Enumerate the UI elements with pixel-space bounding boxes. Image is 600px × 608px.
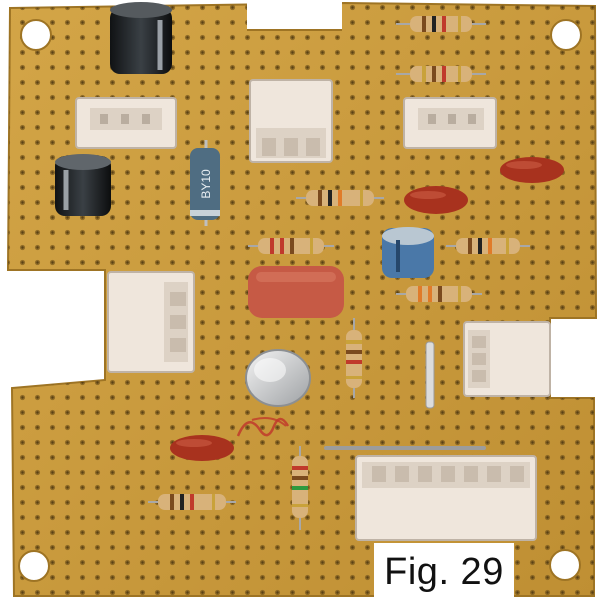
transistor-metal-can: [245, 349, 311, 407]
mounting-hole-bottom-right: [549, 549, 581, 581]
connector-3pin-top-left: [75, 97, 177, 149]
resistor-vertical-center: [346, 318, 362, 398]
diode-by10: BY10: [190, 140, 220, 226]
connector-3pin-top-right: [403, 97, 497, 149]
diode-label: BY10: [199, 169, 213, 199]
mounting-hole-top-left: [20, 19, 52, 51]
connector-3pin-left: [107, 271, 195, 373]
electrolytic-capacitor-left: [55, 154, 111, 216]
figure-caption: Fig. 29: [384, 550, 504, 593]
capacitor-red-right: [500, 157, 564, 183]
connector-3pin-top-center: [249, 79, 333, 163]
mounting-hole-bottom-left: [18, 550, 50, 582]
film-capacitor: [248, 266, 344, 318]
resistor-middle-1: [296, 190, 384, 206]
connector-7pin-bottom: [355, 455, 537, 541]
resistor-bottom-left: [148, 494, 236, 510]
resistor-middle-2: [248, 238, 334, 254]
marker-annotation: [236, 417, 290, 437]
electrolytic-capacitor-top: [110, 2, 172, 74]
connector-3pin-right: [463, 321, 551, 397]
electrolytic-capacitor-blue: [382, 227, 434, 278]
mounting-hole-top-right: [550, 19, 582, 51]
resistor-vertical-bottom: [292, 446, 308, 530]
resistor-middle-4: [396, 286, 482, 302]
wire-link-vertical: [425, 341, 435, 409]
figure-caption-box: Fig. 29: [374, 543, 514, 601]
resistor-middle-3: [446, 238, 530, 254]
resistor-top-2: [396, 66, 486, 82]
capacitor-red-middle: [404, 186, 468, 214]
resistor-top-1: [396, 16, 486, 32]
capacitor-red-bottom-left: [170, 435, 234, 461]
mounting-holes: [18, 19, 582, 582]
